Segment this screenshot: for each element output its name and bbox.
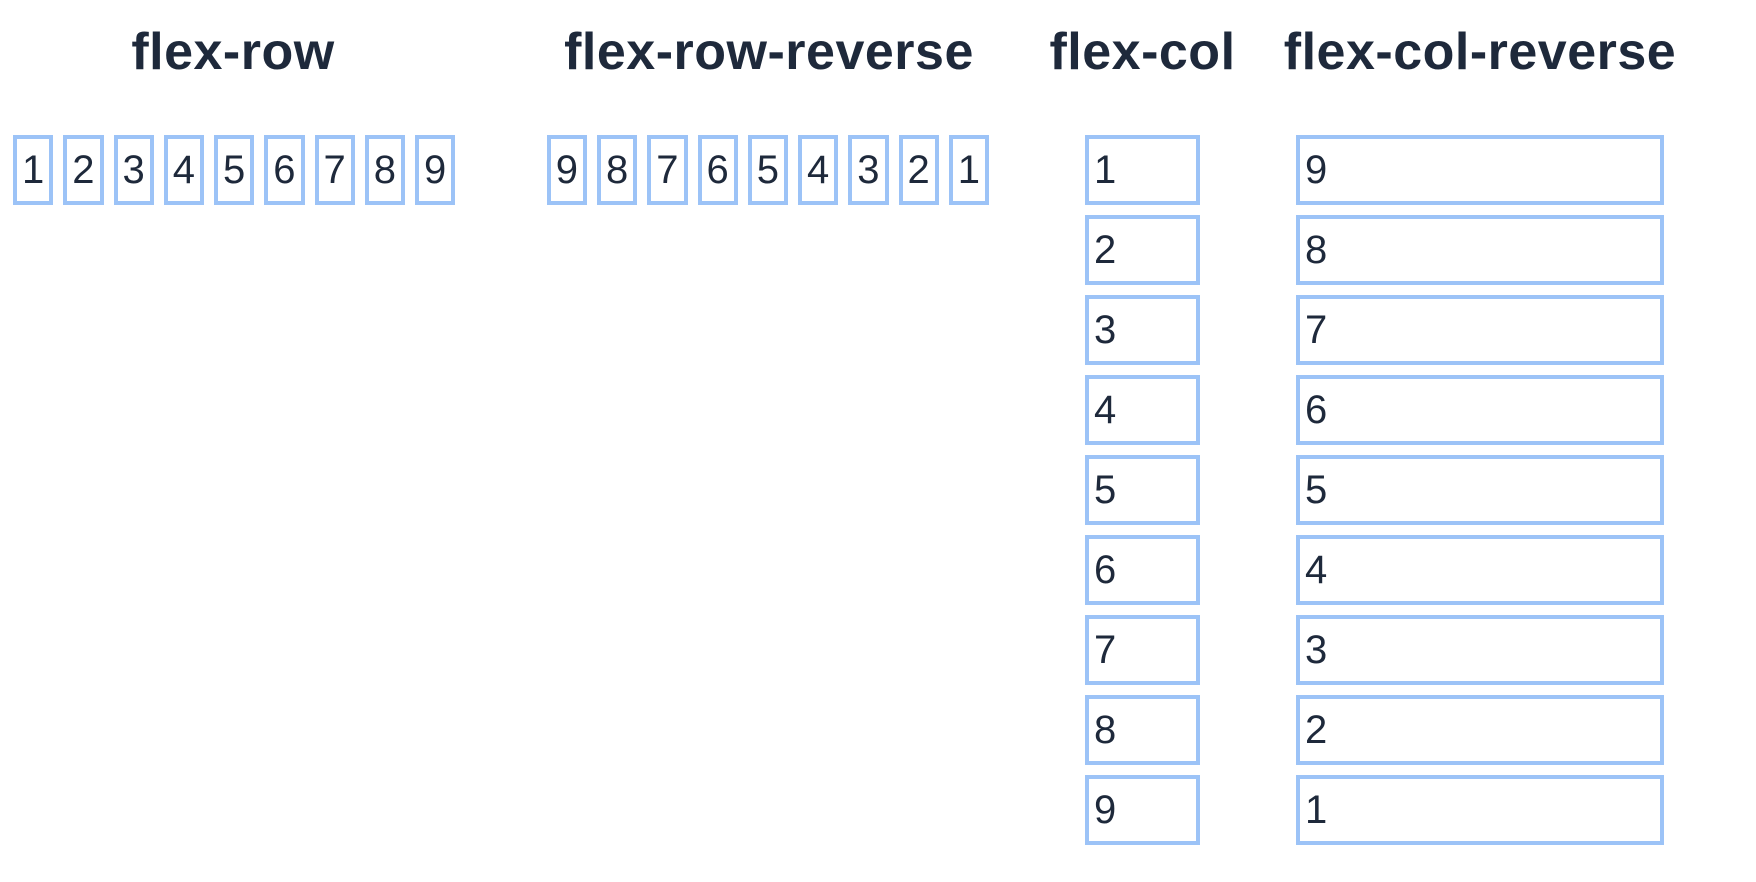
section-title-flex-row: flex-row [131,23,335,81]
flex-item: 4 [1296,535,1664,605]
flex-item: 6 [1296,375,1664,445]
flex-item: 1 [1296,775,1664,845]
flex-item: 6 [697,135,738,205]
flex-item: 8 [364,135,405,205]
flex-item: 3 [1296,615,1664,685]
flex-item: 9 [415,135,456,205]
flex-item: 8 [1296,215,1664,285]
flex-item: 9 [1296,135,1664,205]
flex-item: 7 [1085,615,1200,685]
section-flex-col: flex-col 1 2 3 4 5 6 7 8 9 [1049,22,1236,845]
flex-item: 4 [1085,375,1200,445]
flex-item: 3 [113,135,154,205]
flex-item: 3 [848,135,889,205]
section-flex-col-reverse: flex-col-reverse 1 2 3 4 5 6 7 8 9 [1283,22,1677,845]
section-title-flex-row-reverse: flex-row-reverse [564,23,974,81]
flex-item: 2 [1085,215,1200,285]
section-title-flex-col-reverse: flex-col-reverse [1283,23,1677,81]
flex-item: 5 [1085,455,1200,525]
section-title-flex-col: flex-col [1049,23,1236,81]
flex-item: 7 [647,135,688,205]
flex-col-demo: 1 2 3 4 5 6 7 8 9 [1085,135,1200,845]
flex-item: 9 [546,135,587,205]
flex-item: 8 [597,135,638,205]
flex-item: 5 [747,135,788,205]
flex-item: 1 [13,135,54,205]
flex-item: 6 [264,135,305,205]
flex-item: 4 [163,135,204,205]
flex-item: 4 [798,135,839,205]
flex-item: 5 [214,135,255,205]
flex-item: 2 [63,135,104,205]
flex-item: 5 [1296,455,1664,525]
flex-item: 7 [1296,295,1664,365]
flex-item: 7 [314,135,355,205]
flex-item: 3 [1085,295,1200,365]
flex-item: 1 [1085,135,1200,205]
flex-item: 2 [1296,695,1664,765]
flex-item: 6 [1085,535,1200,605]
flex-item: 1 [948,135,989,205]
flex-col-reverse-demo: 1 2 3 4 5 6 7 8 9 [1296,135,1664,845]
flex-item: 9 [1085,775,1200,845]
flex-item: 8 [1085,695,1200,765]
flex-item: 2 [898,135,939,205]
